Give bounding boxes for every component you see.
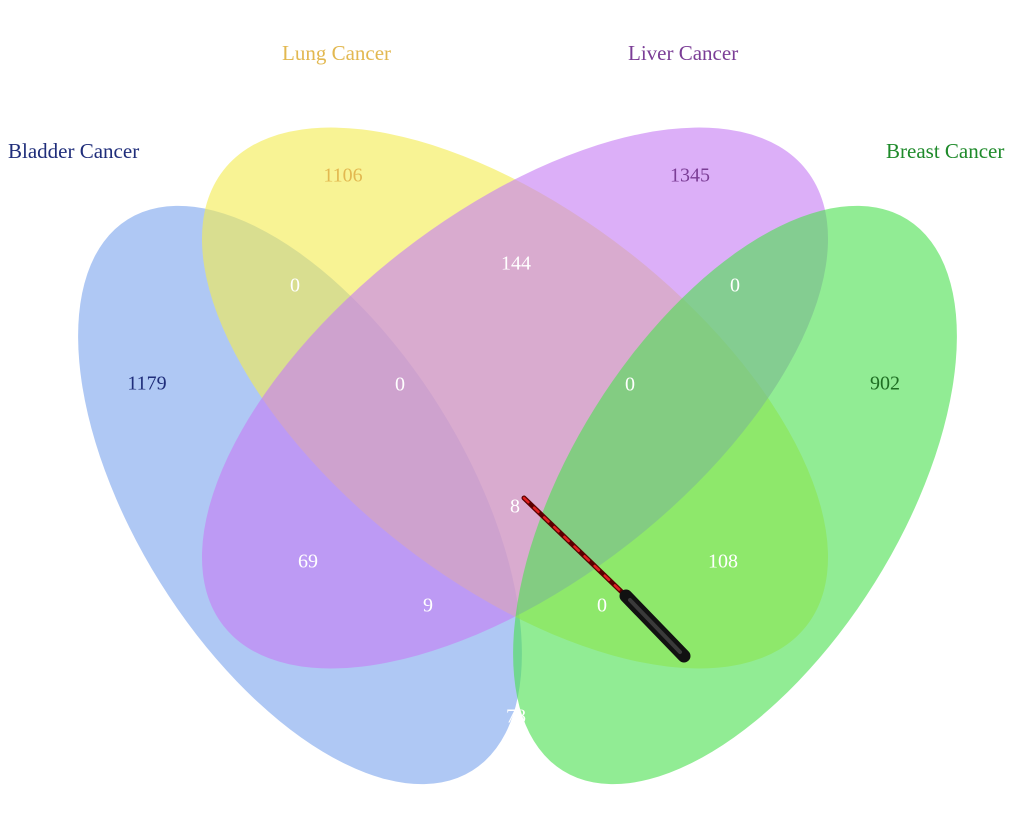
count-liver-breast: 0 xyxy=(730,275,740,297)
count-bladder-lung: 0 xyxy=(290,275,300,297)
count-bladder-liver: 69 xyxy=(298,551,318,573)
label-liver-cancer: Liver Cancer xyxy=(628,41,738,65)
label-lung-cancer: Lung Cancer xyxy=(282,41,391,65)
count-lung-only: 1106 xyxy=(323,165,362,187)
count-bladder-lung-liver: 0 xyxy=(395,374,405,396)
label-breast-cancer: Breast Cancer xyxy=(886,139,1004,163)
count-breast-only: 902 xyxy=(870,373,900,395)
count-lung-breast: 108 xyxy=(708,551,738,573)
count-liver-only: 1345 xyxy=(670,165,710,187)
count-all-four: 8 xyxy=(510,496,520,518)
count-bladder-liver-breast: 9 xyxy=(423,595,433,617)
count-bladder-only: 1179 xyxy=(127,373,166,395)
ellipse-breast xyxy=(513,205,957,785)
count-bladder-breast: 78 xyxy=(506,706,526,728)
count-lung-liver-breast: 0 xyxy=(625,374,635,396)
count-bladder-lung-breast: 0 xyxy=(597,595,607,617)
ellipses xyxy=(78,127,957,785)
count-lung-liver: 144 xyxy=(501,253,531,275)
ellipse-liver xyxy=(201,127,829,669)
laser-pointer-icon xyxy=(521,495,691,663)
label-bladder-cancer: Bladder Cancer xyxy=(8,139,139,163)
